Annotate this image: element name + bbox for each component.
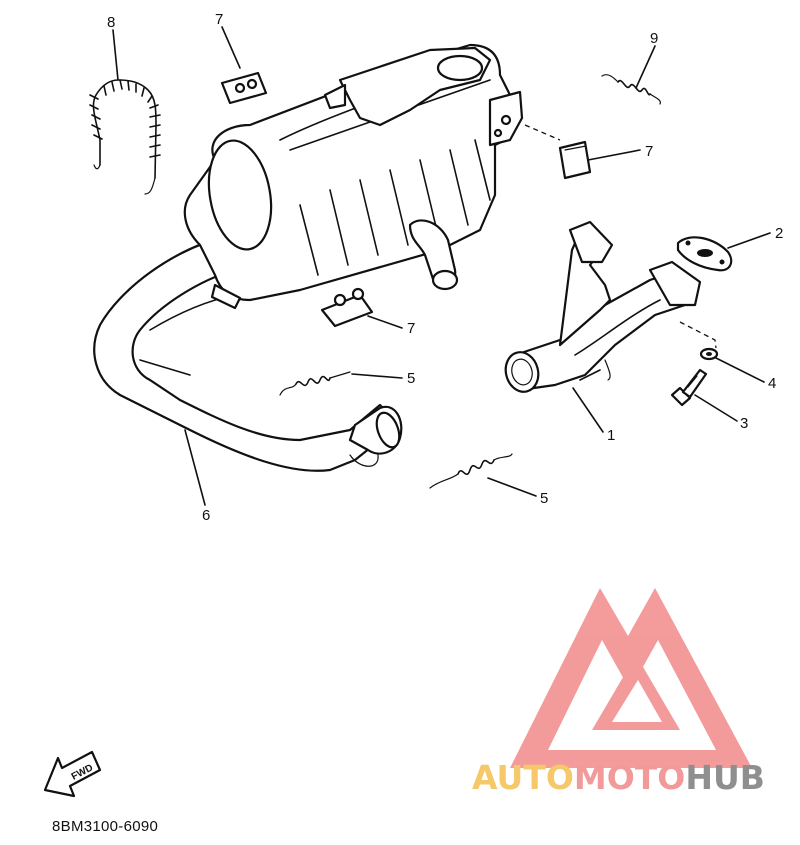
muffler-assembly [93,43,524,472]
spring-part-9 [601,74,661,105]
forward-arrow-icon: FWD [43,750,102,798]
callout-9: 9 [650,30,658,47]
exhaust-manifold-pipe [504,220,702,393]
nut-part [699,347,719,361]
callout-2: 2 [775,225,783,242]
watermark-text-moto: MOTO [573,758,686,797]
watermark-text-auto: AUTO [472,758,574,797]
watermark-logo-text: AUTOMOTOHUB [472,758,765,797]
callout-7-right: 7 [645,143,653,160]
callout-7-top: 7 [215,11,223,28]
callout-5-upper: 5 [407,370,415,387]
watermark-text-hub: HUB [685,758,765,797]
watermark-logo-mark [510,588,752,768]
callout-3: 3 [740,415,748,432]
callout-7-bottom: 7 [407,320,415,337]
damper-part-bottom [320,287,374,328]
callout-labels: 8 7 9 7 2 7 5 4 3 1 5 6 [107,11,783,524]
spring-part-8 [89,79,161,195]
damper-part-top [220,71,268,105]
callout-1: 1 [607,427,615,444]
spring-part-lower [429,453,513,489]
callout-8: 8 [107,14,115,31]
bolt-part [670,368,708,407]
spring-part-upper [279,371,351,396]
callout-6: 6 [202,507,210,524]
callout-4: 4 [768,375,776,392]
gasket-part [676,236,733,272]
damper-part-right [558,140,592,180]
callout-5-lower: 5 [540,490,548,507]
drawing-code: 8BM3100-6090 [52,818,159,835]
leader-lines [112,26,771,506]
